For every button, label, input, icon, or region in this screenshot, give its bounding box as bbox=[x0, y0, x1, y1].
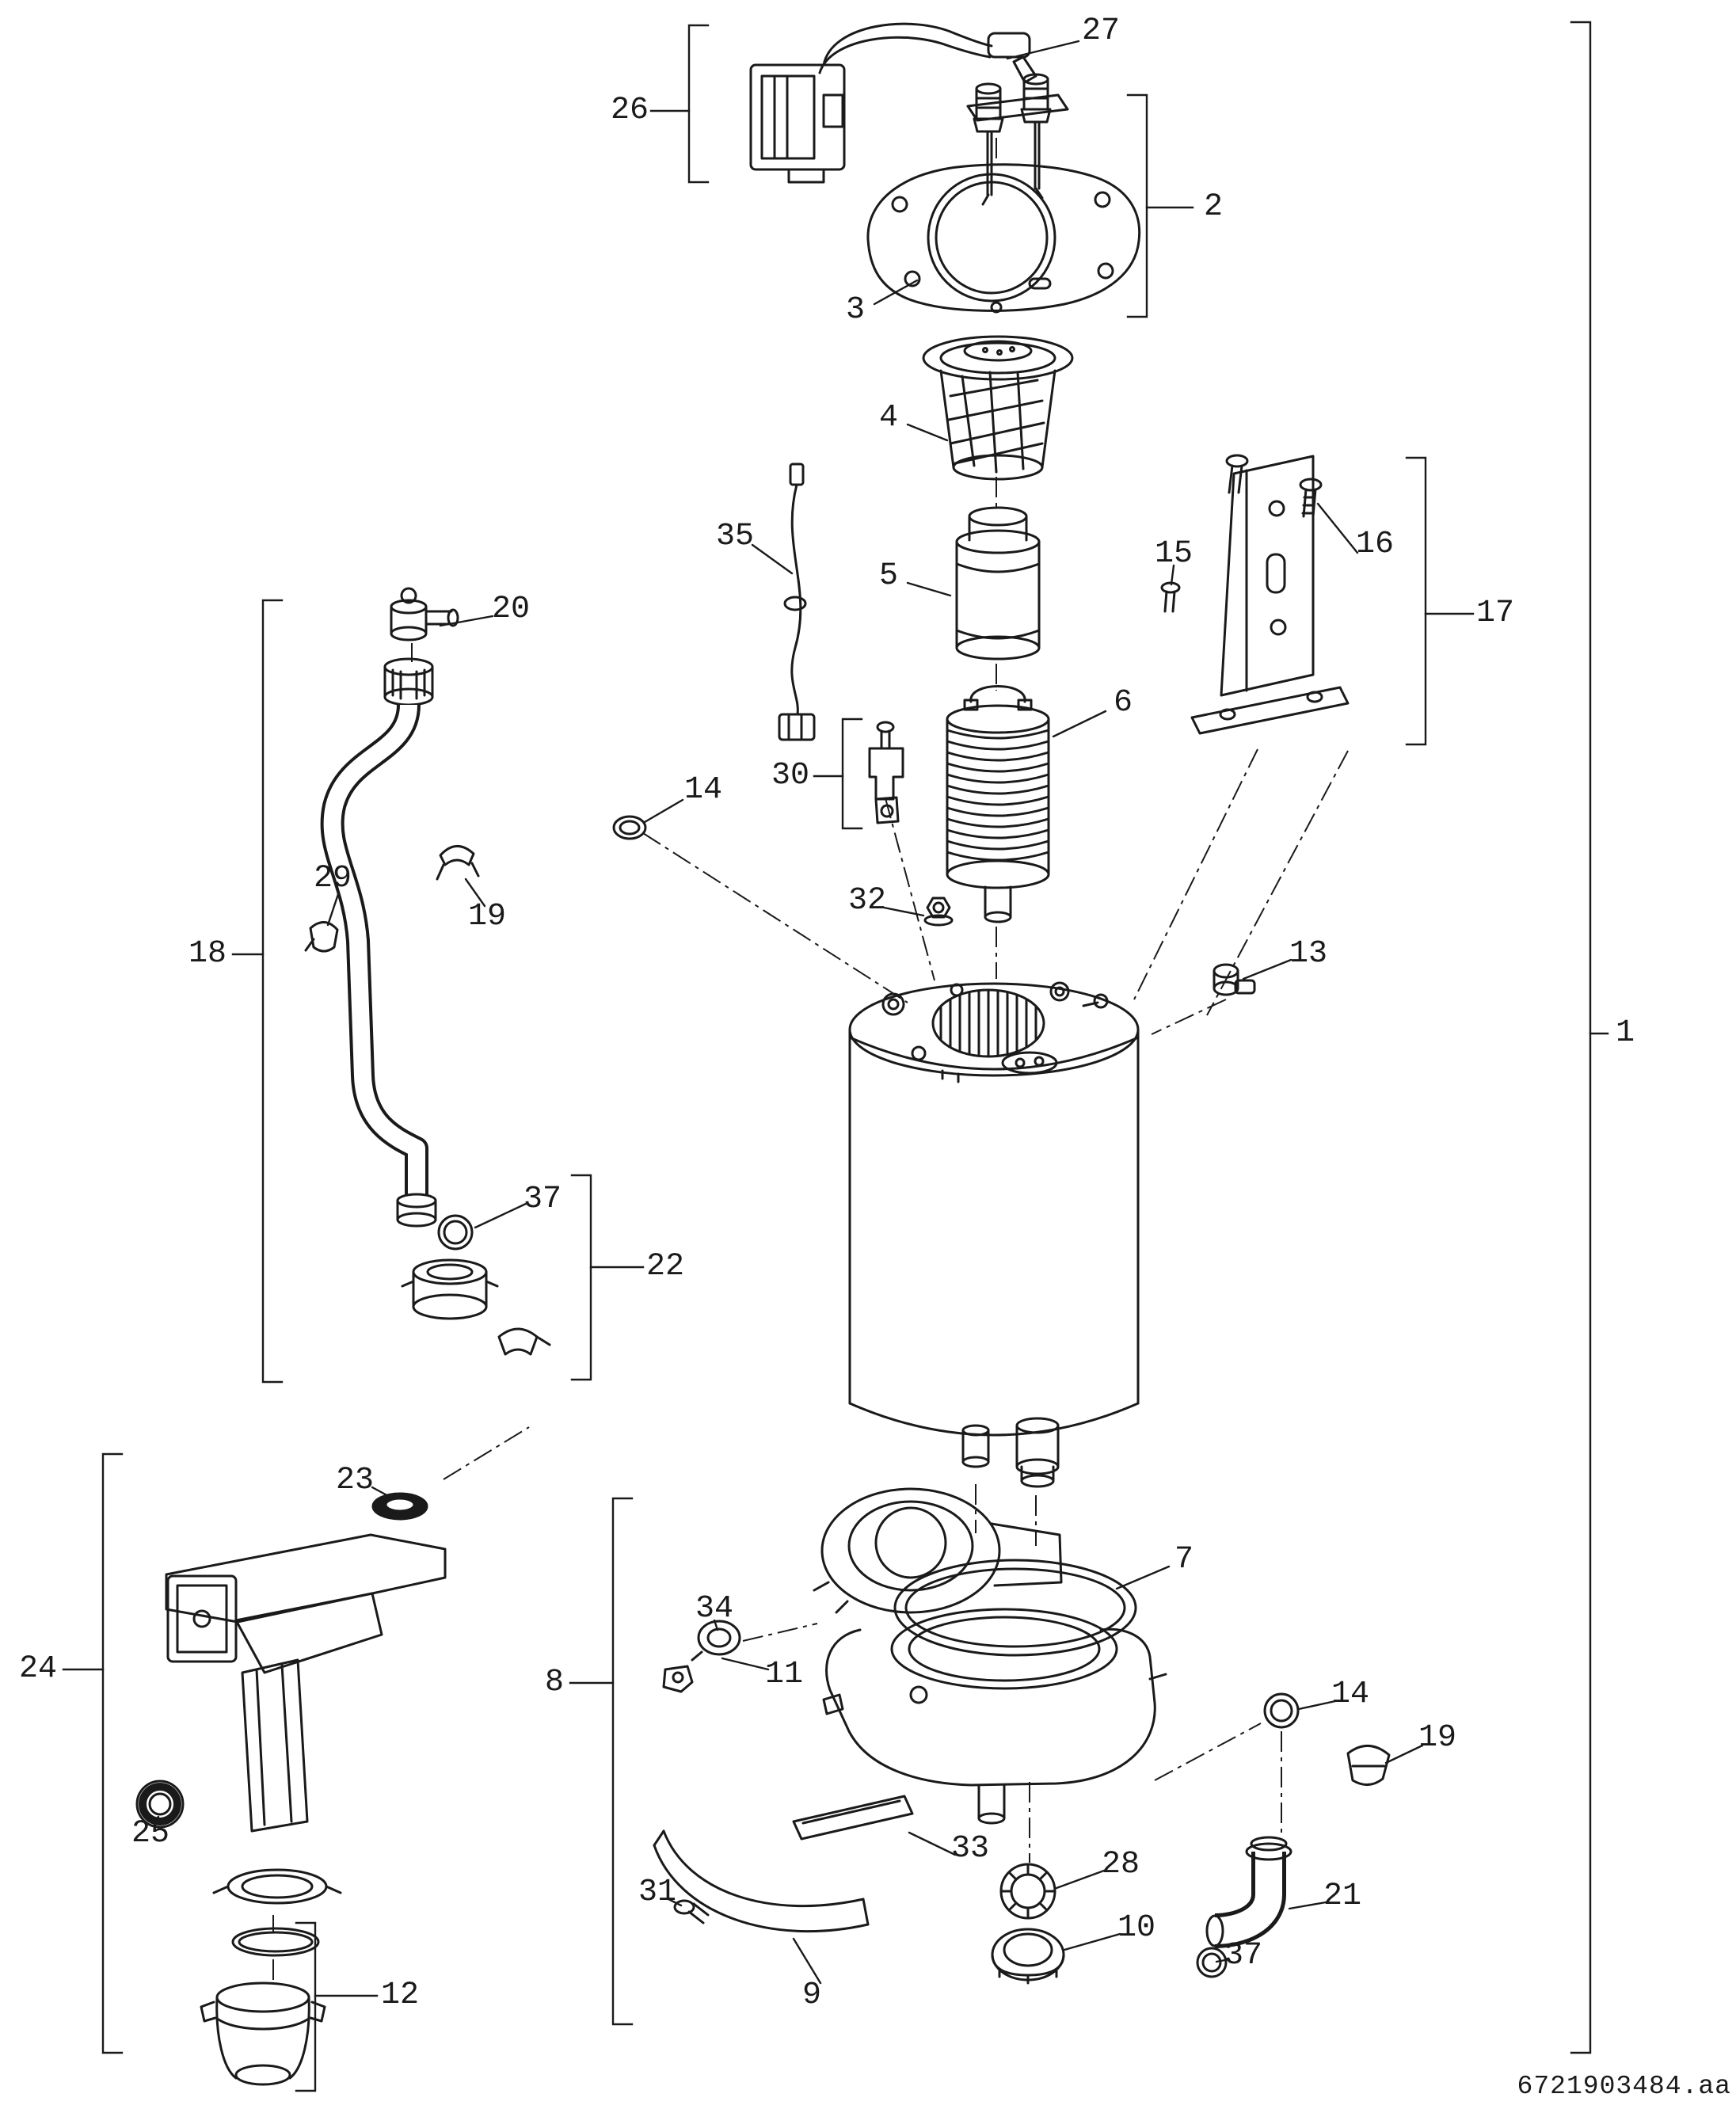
part-sensor bbox=[1213, 963, 1256, 996]
part-electrode-set bbox=[966, 73, 1069, 206]
part-fan-housing bbox=[813, 1487, 1167, 1825]
callout-27-0: 27 bbox=[1081, 13, 1121, 49]
callout-6-12: 6 bbox=[1113, 685, 1133, 721]
part-nut-32 bbox=[923, 897, 954, 927]
callout-35-5: 35 bbox=[715, 519, 755, 554]
callout-3-3: 3 bbox=[845, 292, 866, 328]
callout-28-33: 28 bbox=[1101, 1847, 1140, 1882]
callout-37-38: 37 bbox=[1224, 1938, 1263, 1974]
group-centerlines bbox=[272, 138, 1349, 1981]
callout-16-8: 16 bbox=[1355, 527, 1395, 562]
part-fitting-34 bbox=[662, 1620, 741, 1693]
callout-33-32: 33 bbox=[950, 1831, 990, 1867]
callout-32-17: 32 bbox=[847, 883, 887, 919]
part-burner-insert bbox=[955, 506, 1041, 660]
part-ignition-cable bbox=[818, 22, 1037, 84]
callout-15-7: 15 bbox=[1154, 536, 1194, 572]
callout-4-4: 4 bbox=[878, 400, 899, 436]
callout-23-22: 23 bbox=[335, 1463, 375, 1498]
callout-11-26: 11 bbox=[764, 1657, 804, 1692]
callout-14-28: 14 bbox=[1331, 1677, 1370, 1712]
callout-10-35: 10 bbox=[1117, 1910, 1156, 1946]
callout-5-6: 5 bbox=[878, 558, 899, 594]
callout-2-2: 2 bbox=[1203, 189, 1224, 225]
part-elbow bbox=[1196, 1836, 1292, 1978]
callout-21-34: 21 bbox=[1323, 1879, 1362, 1914]
part-clamp-band bbox=[653, 1829, 870, 1933]
part-siphon-assembly bbox=[135, 1492, 447, 2086]
callout-18-16: 18 bbox=[188, 936, 227, 972]
callout-37-20: 37 bbox=[523, 1182, 562, 1217]
callout-20-10: 20 bbox=[491, 592, 531, 627]
callout-8-27: 8 bbox=[544, 1665, 565, 1700]
part-clamp-strip bbox=[792, 1795, 914, 1841]
part-burner-flange bbox=[922, 335, 1074, 481]
callout-26-1: 26 bbox=[610, 93, 649, 128]
part-main-tank bbox=[848, 981, 1140, 1488]
part-hose-assembly bbox=[304, 587, 480, 1228]
callout-7-24: 7 bbox=[1174, 1542, 1194, 1578]
callout-19-14: 19 bbox=[467, 899, 507, 935]
callout-31-31: 31 bbox=[638, 1875, 677, 1910]
callout-30-11: 30 bbox=[771, 758, 810, 794]
part-bellows-cartridge bbox=[946, 685, 1050, 923]
group-leader-lines bbox=[152, 40, 1424, 1985]
part-sensor-wire bbox=[778, 463, 816, 741]
part-mounting-bracket bbox=[1160, 454, 1350, 735]
callout-9-37: 9 bbox=[801, 1978, 822, 2013]
callout-25-30: 25 bbox=[131, 1816, 170, 1852]
callout-22-21: 22 bbox=[645, 1249, 685, 1285]
callout-14-13: 14 bbox=[683, 772, 723, 808]
callout-12-36: 12 bbox=[380, 1978, 420, 2013]
callout-19-29: 19 bbox=[1418, 1720, 1457, 1756]
callout-29-15: 29 bbox=[313, 861, 352, 897]
callout-13-18: 13 bbox=[1289, 936, 1328, 972]
group-brackets bbox=[62, 21, 1609, 2092]
document-id-label: 6721903484.aa bbox=[1517, 2072, 1731, 2101]
callout-34-23: 34 bbox=[695, 1591, 734, 1627]
callout-1-19: 1 bbox=[1615, 1015, 1635, 1051]
part-oring-clip-lower bbox=[1263, 1692, 1391, 1786]
group-parts-artwork bbox=[135, 22, 1391, 2086]
part-coupling-assembly bbox=[401, 1214, 551, 1356]
part-ignition-transformer bbox=[749, 63, 846, 184]
part-small-sensor bbox=[868, 721, 904, 824]
callout-24-25: 24 bbox=[18, 1651, 58, 1687]
part-o-ring-upper bbox=[612, 815, 647, 840]
callout-17-9: 17 bbox=[1475, 596, 1515, 631]
part-gasket-plate bbox=[866, 163, 1141, 314]
part-union-nuts bbox=[991, 1863, 1065, 1985]
